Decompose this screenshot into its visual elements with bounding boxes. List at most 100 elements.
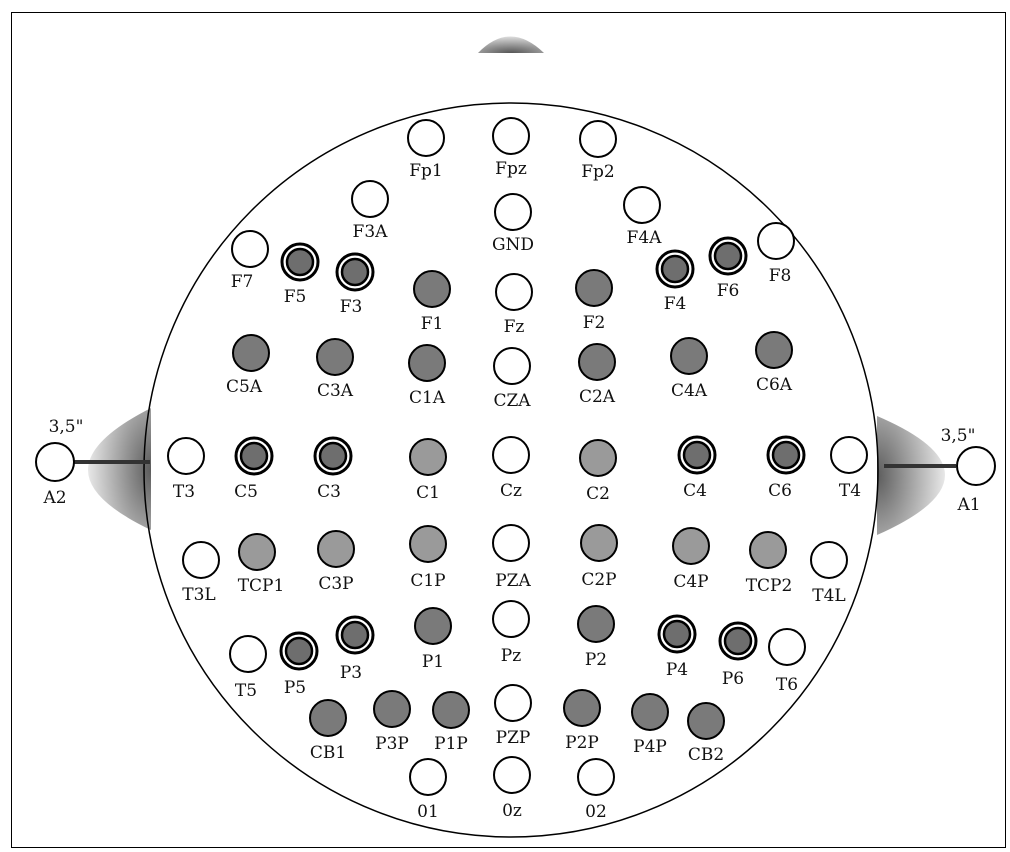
electrode-p5-core [286, 638, 312, 664]
electrode-p4p-disc [632, 694, 668, 730]
electrode-tcp2: TCP2 [746, 532, 793, 596]
electrode-p1-label: P1 [422, 652, 444, 672]
electrode-f4: F4 [657, 251, 693, 314]
electrode-fpz-label: Fpz [495, 159, 527, 179]
electrode-c3p-disc [318, 531, 354, 567]
electrode-pza-disc [493, 525, 529, 561]
electrode-fp2-label: Fp2 [581, 162, 615, 182]
electrode-pzp-label: PZP [496, 728, 531, 748]
electrode-c1: C1 [410, 439, 446, 503]
electrode-f6: F6 [710, 238, 746, 301]
electrode-f2-disc [576, 270, 612, 306]
electrode-cz-disc [493, 437, 529, 473]
electrode-c4-core [684, 442, 710, 468]
ear-left-label: A2 [42, 488, 66, 508]
electrode-c1p-label: C1P [410, 571, 445, 591]
electrode-c2a: C2A [579, 344, 616, 407]
electrode-f1-disc [414, 271, 450, 307]
electrode-p1-disc [415, 608, 451, 644]
electrode-p3-core [342, 622, 368, 648]
electrode-t4-label: T4 [839, 481, 861, 501]
electrode-p4-label: P4 [666, 660, 688, 680]
electrode-fp1: Fp1 [408, 120, 444, 181]
electrode-p3p-disc [374, 691, 410, 727]
electrode-fz-disc [496, 274, 532, 310]
electrode-p4-core [664, 621, 690, 647]
electrode-tcp1-disc [239, 534, 275, 570]
electrode-f3a-label: F3A [353, 222, 389, 242]
ear-left-note: 3,5" [49, 417, 84, 437]
electrode-c3a-label: C3A [317, 381, 354, 401]
electrode-t6: T6 [769, 629, 805, 695]
electrode-p3p: P3P [374, 691, 410, 754]
electrode-02-disc [578, 759, 614, 795]
electrode-fp1-label: Fp1 [409, 161, 443, 181]
electrode-p2p-disc [564, 690, 600, 726]
electrode-p1: P1 [415, 608, 451, 672]
electrode-t5: T5 [230, 636, 266, 701]
electrode-pza-label: PZA [495, 571, 531, 591]
electrode-t4-disc [831, 437, 867, 473]
electrode-f7-disc [232, 231, 268, 267]
electrode-c1-label: C1 [416, 483, 440, 503]
electrode-f6-core [715, 243, 741, 269]
electrode-fz-label: Fz [504, 317, 525, 337]
electrode-c3: C3 [315, 438, 351, 502]
electrode-f5-label: F5 [284, 287, 307, 307]
electrode-f6-label: F6 [717, 281, 740, 301]
electrode-f4a: F4A [624, 187, 662, 248]
electrode-f1-label: F1 [421, 314, 444, 334]
electrode-cza-label: CZA [493, 391, 531, 411]
electrode-f3-label: F3 [340, 297, 363, 317]
electrode-p6: P6 [720, 623, 756, 689]
electrode-f4a-disc [624, 187, 660, 223]
electrode-p3-label: P3 [340, 663, 362, 683]
electrode-t4: T4 [831, 437, 867, 501]
electrode-02-label: 02 [585, 802, 607, 822]
electrode-cb1: CB1 [310, 700, 346, 763]
electrode-f7-label: F7 [231, 272, 254, 292]
electrode-a2 [36, 443, 74, 481]
electrode-c5a: C5A [226, 335, 269, 397]
electrode-t6-label: T6 [776, 675, 798, 695]
electrode-c6a-disc [756, 332, 792, 368]
electrode-p3: P3 [337, 617, 373, 683]
electrode-c3a: C3A [317, 339, 354, 401]
electrode-c4-label: C4 [683, 481, 707, 501]
electrode-p3p-label: P3P [375, 734, 409, 754]
electrode-t3-label: T3 [173, 482, 195, 502]
electrode-p2-disc [578, 606, 614, 642]
electrode-c1a: C1A [409, 345, 446, 408]
electrode-p6-label: P6 [722, 669, 744, 689]
electrode-c2: C2 [580, 440, 616, 504]
electrode-t4l-label: T4L [812, 586, 845, 606]
electrode-01-disc [410, 759, 446, 795]
electrode-0z: 0z [494, 757, 530, 821]
electrode-t3l: T3L [182, 542, 219, 605]
electrode-c2-disc [580, 440, 616, 476]
electrode-fp2: Fp2 [580, 121, 616, 182]
electrode-t3l-label: T3L [182, 585, 215, 605]
electrode-f3-core [342, 259, 368, 285]
electrode-c2a-label: C2A [579, 387, 616, 407]
electrode-gnd-label: GND [492, 235, 534, 255]
electrode-c6a: C6A [756, 332, 793, 395]
electrode-c4p-label: C4P [673, 572, 708, 592]
electrode-f4a-label: F4A [627, 228, 663, 248]
left-ear-shape [88, 408, 151, 530]
electrode-c2p-disc [581, 525, 617, 561]
electrode-fpz-disc [493, 118, 529, 154]
right-ear-shape [877, 416, 945, 535]
electrode-c3-label: C3 [317, 482, 341, 502]
electrode-c1a-label: C1A [409, 388, 446, 408]
electrode-c6-label: C6 [768, 481, 792, 501]
electrode-f2-label: F2 [583, 313, 606, 333]
electrode-f5: F5 [282, 244, 318, 307]
electrode-c4p: C4P [673, 528, 709, 592]
electrode-c3p: C3P [318, 531, 354, 594]
electrode-c6a-label: C6A [756, 375, 793, 395]
electrode-t3: T3 [168, 438, 204, 502]
electrode-p1p: P1P [433, 692, 469, 754]
electrode-c5: C5 [234, 438, 272, 502]
electrode-a1 [957, 447, 995, 485]
